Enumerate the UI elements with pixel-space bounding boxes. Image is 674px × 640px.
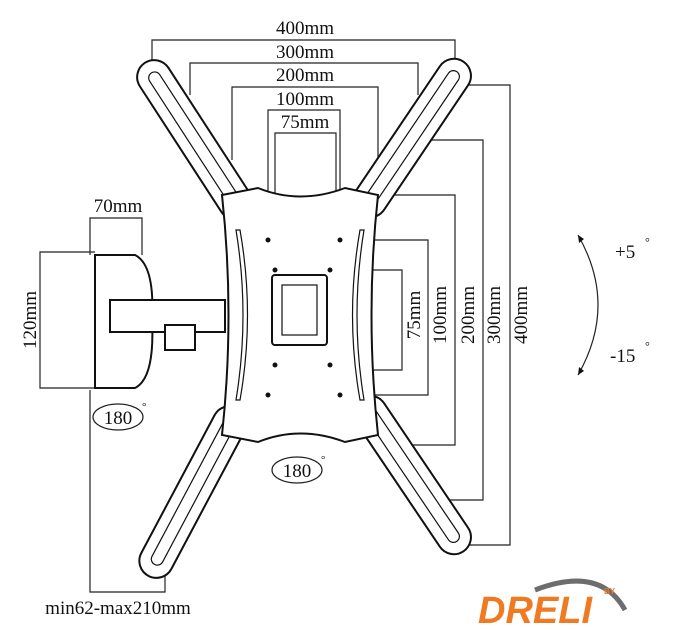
plate-rotation-icon [271, 456, 323, 484]
wall-plate-width-line [89, 217, 143, 255]
center-bracket-inner [281, 284, 318, 336]
dim-extension: min62-max210mm [45, 598, 191, 619]
tilt-up-degree: ° [645, 235, 650, 249]
plate-slot-left [235, 229, 249, 401]
swivel-rotation-icon [92, 403, 144, 431]
dim-h-300: 300mm [276, 42, 334, 63]
tilt-down: -15 [610, 346, 635, 367]
dim-v-200: 200mm [458, 286, 479, 344]
plate-slot-right [351, 229, 365, 401]
arm-joint [164, 324, 196, 351]
plate-holes [265, 237, 343, 398]
dim-v-100: 100mm [430, 286, 451, 344]
swivel-degree: ° [142, 401, 146, 413]
center-bracket [271, 274, 328, 346]
plate-rotation-angle: 180 [283, 461, 312, 482]
extension-line [89, 390, 166, 593]
logo-by: BY [604, 587, 616, 596]
dim-h-100: 100mm [276, 89, 334, 110]
dim-h-200: 200mm [276, 65, 334, 86]
tilt-arc-icon [577, 234, 599, 376]
dim-v-75: 75mm [404, 291, 425, 340]
dim-h-75: 75mm [281, 112, 330, 133]
dim-h-400: 400mm [276, 18, 334, 39]
dreli-logo: DRELI BY [478, 578, 628, 632]
swivel-angle: 180 [104, 408, 133, 429]
wall-plate-height-line [39, 251, 95, 389]
dim-wall-plate-height: 120mm [20, 291, 41, 349]
logo-text: DRELI [478, 590, 593, 632]
dim-v-300: 300mm [484, 286, 505, 344]
tilt-arrowheads [578, 235, 584, 375]
dim-wall-plate-width: 70mm [94, 196, 143, 217]
logo-swoosh [534, 578, 628, 612]
dim-v-400: 400mm [511, 286, 532, 344]
plate-rotation-degree: ° [321, 454, 325, 466]
tilt-down-degree: ° [645, 339, 650, 353]
tilt-up: +5 [615, 242, 635, 263]
